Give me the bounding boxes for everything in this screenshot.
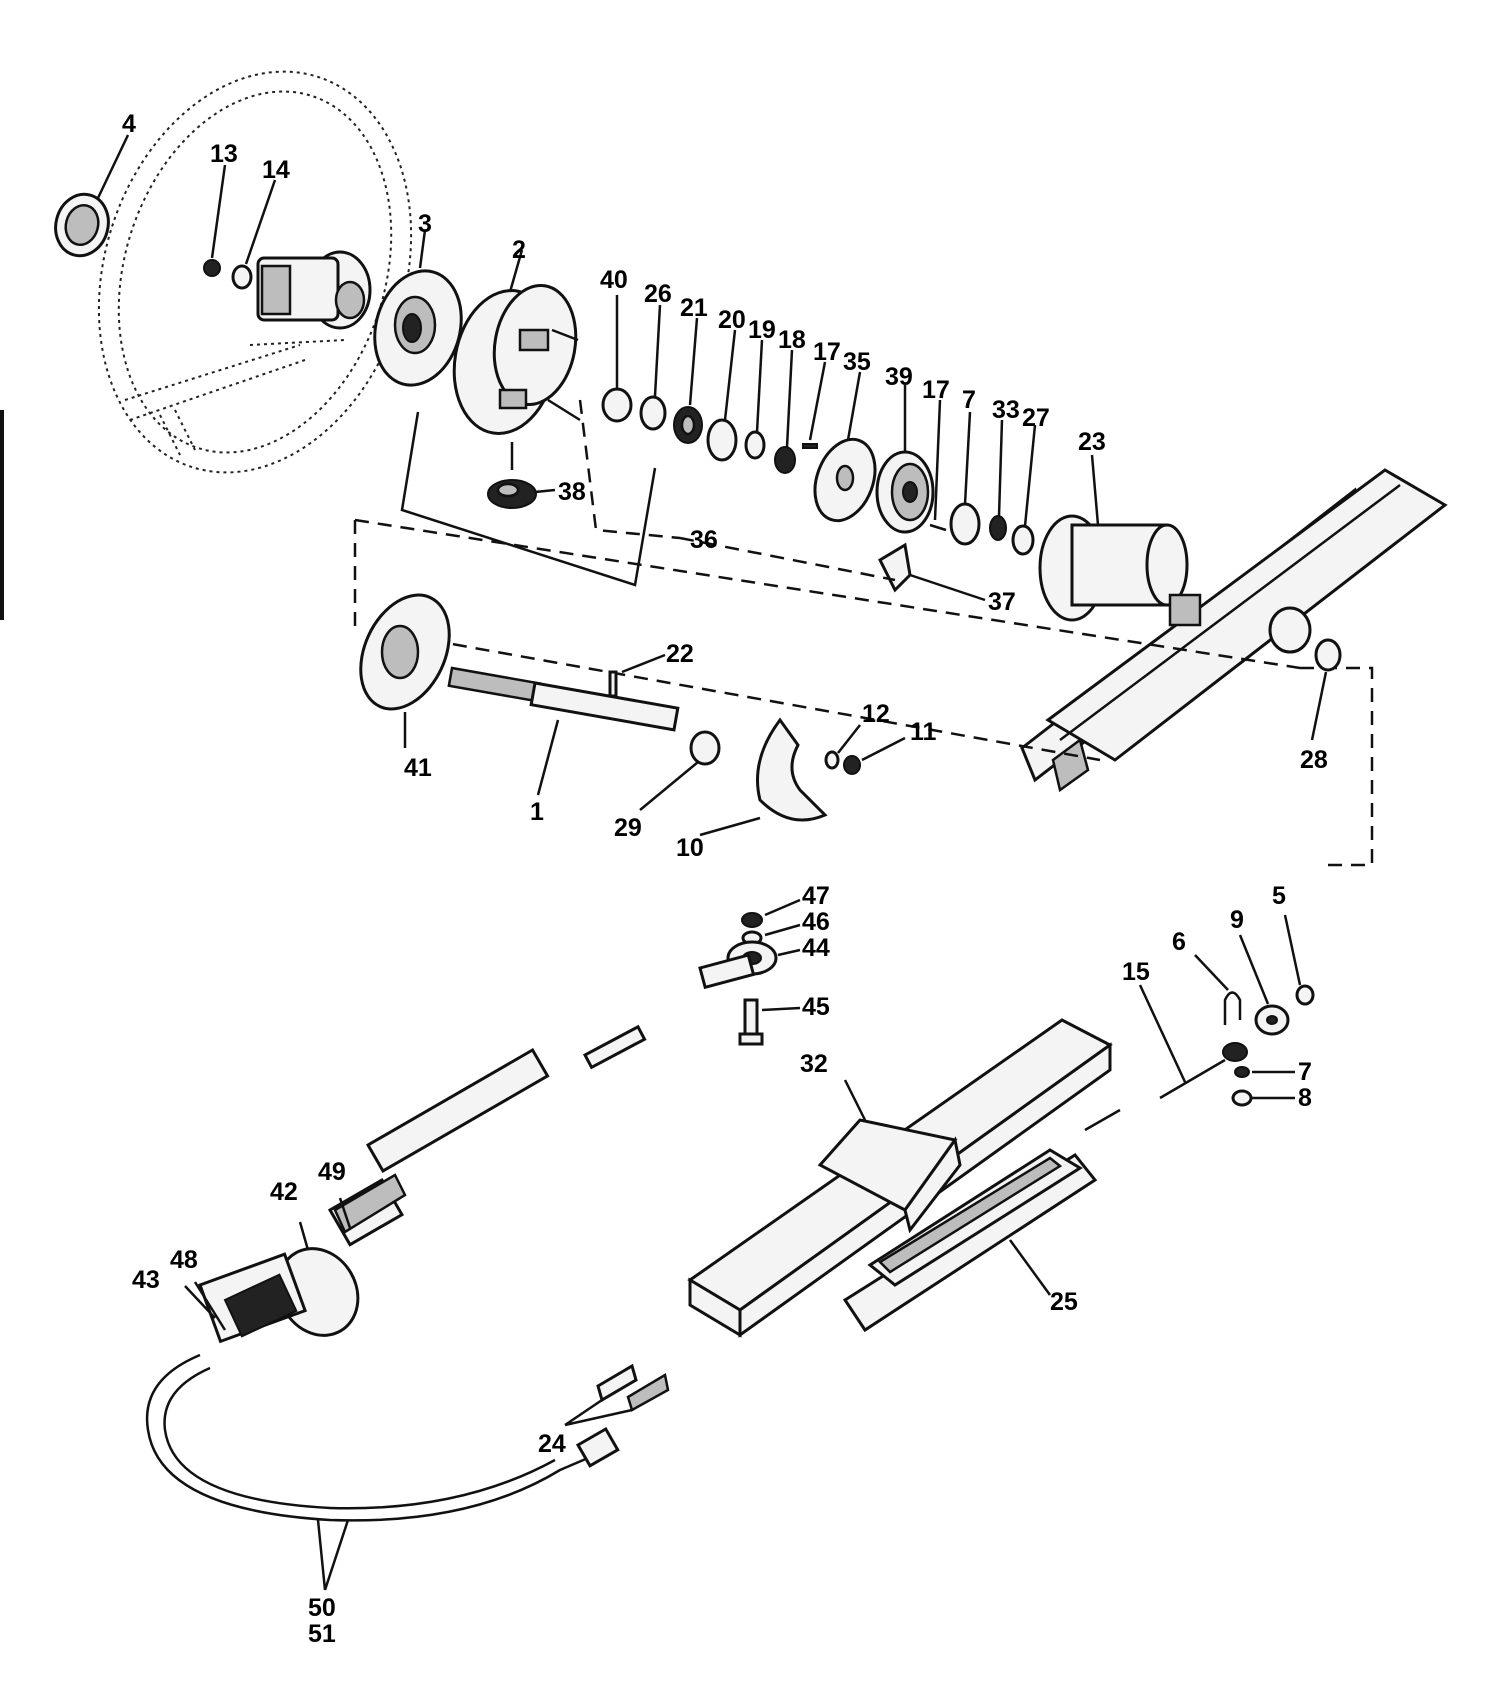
part-bushing-28 [1314,638,1342,672]
part-spring-21 [673,406,703,444]
label-part-13: 13 [210,140,238,168]
label-part-41: 41 [404,754,432,782]
part-nut-8 [1231,1089,1253,1107]
part-shaft-1 [447,666,680,732]
part-racks-24 [596,1363,670,1412]
label-part-47: 47 [802,882,830,910]
label-part-14: 14 [262,156,290,184]
part-horn-cap [54,192,110,258]
part-nut-47 [741,912,763,928]
part-spacer-9 [1254,1004,1290,1036]
label-part-20: 20 [718,306,746,334]
label-part-32: 32 [800,1050,828,1078]
part-nut-18 [774,446,796,474]
part-washer-12 [824,750,840,770]
part-labels: 4 13 14 3 2 40 26 21 20 19 18 17 35 39 1… [122,110,1328,1648]
part-bearing-flange [373,269,463,387]
label-part-37: 37 [988,588,1016,616]
part-u-bolt-6 [1223,991,1242,1025]
label-part-27: 27 [1022,404,1050,432]
label-part-50: 50 [308,1594,336,1622]
label-part-36: 36 [690,526,718,554]
label-part-49: 49 [318,1158,346,1186]
part-washer-14 [231,264,253,290]
part-pin-17a [802,443,818,449]
part-bushing-40 [601,387,633,423]
label-part-33: 33 [992,396,1020,424]
part-rack-25 [842,1148,1098,1333]
part-nut-5 [1295,984,1315,1006]
label-part-9: 9 [1230,906,1244,934]
label-part-38: 38 [558,478,586,506]
part-nut-29 [689,730,721,766]
part-pin-17b [929,523,947,532]
steering-wheel [97,70,413,474]
label-part-11: 11 [910,718,937,746]
label-part-18: 18 [778,326,806,354]
part-nut-11 [843,755,861,775]
label-part-3: 3 [418,210,432,238]
part-nut-13 [203,259,221,277]
part-washer-7a [949,502,981,546]
label-part-35: 35 [843,348,871,376]
label-part-42: 42 [270,1178,298,1206]
part-washer-7b [1234,1066,1250,1078]
label-part-46: 46 [802,908,830,936]
label-part-43: 43 [132,1266,160,1294]
part-washer-20 [706,418,738,462]
label-part-17a: 17 [813,338,841,366]
label-part-29: 29 [614,814,642,842]
label-part-26: 26 [644,280,672,308]
label-part-25: 25 [1050,1288,1078,1316]
label-part-17b: 17 [922,376,950,404]
label-part-4: 4 [122,110,136,138]
part-clip-37 [878,542,912,593]
part-c-plate-10 [756,717,828,822]
label-part-1: 1 [530,798,544,826]
label-part-12: 12 [862,700,890,728]
part-housing [452,284,581,435]
label-part-15: 15 [1122,958,1150,986]
part-rod-end-44 [698,940,778,990]
label-part-24: 24 [538,1430,566,1458]
label-part-40: 40 [600,266,628,294]
label-part-44: 44 [802,934,830,962]
part-cover-32 [687,1018,1113,1338]
label-part-6: 6 [1172,928,1186,956]
label-part-22: 22 [666,640,694,668]
label-part-7b: 7 [1298,1058,1312,1086]
part-flange-plate-41 [359,593,451,711]
part-bolt-45 [738,998,764,1046]
label-part-45: 45 [802,993,830,1021]
label-part-2: 2 [512,236,526,264]
part-pulley-39 [875,450,935,534]
label-part-8: 8 [1298,1084,1312,1112]
label-part-7a: 7 [962,386,976,414]
part-gear-disc-35 [813,437,877,523]
label-part-39: 39 [885,363,913,391]
label-part-5: 5 [1272,882,1286,910]
part-cable-assembly [145,1024,647,1522]
part-washer-26 [639,395,667,431]
part-ring-33 [989,515,1007,541]
part-rod-15 [1084,1042,1248,1132]
label-part-51: 51 [308,1620,336,1648]
part-pin-22 [608,670,618,698]
label-part-19: 19 [748,316,776,344]
part-washer-19 [744,430,766,460]
label-part-48: 48 [170,1246,198,1274]
part-washer-27 [1011,524,1035,556]
part-column-housing-23 [1020,468,1448,793]
label-part-10: 10 [676,834,704,862]
label-part-21: 21 [680,294,708,322]
label-part-23: 23 [1078,428,1106,456]
label-part-28: 28 [1300,746,1328,774]
scan-edge-bar [0,410,4,620]
part-knob [487,442,537,509]
